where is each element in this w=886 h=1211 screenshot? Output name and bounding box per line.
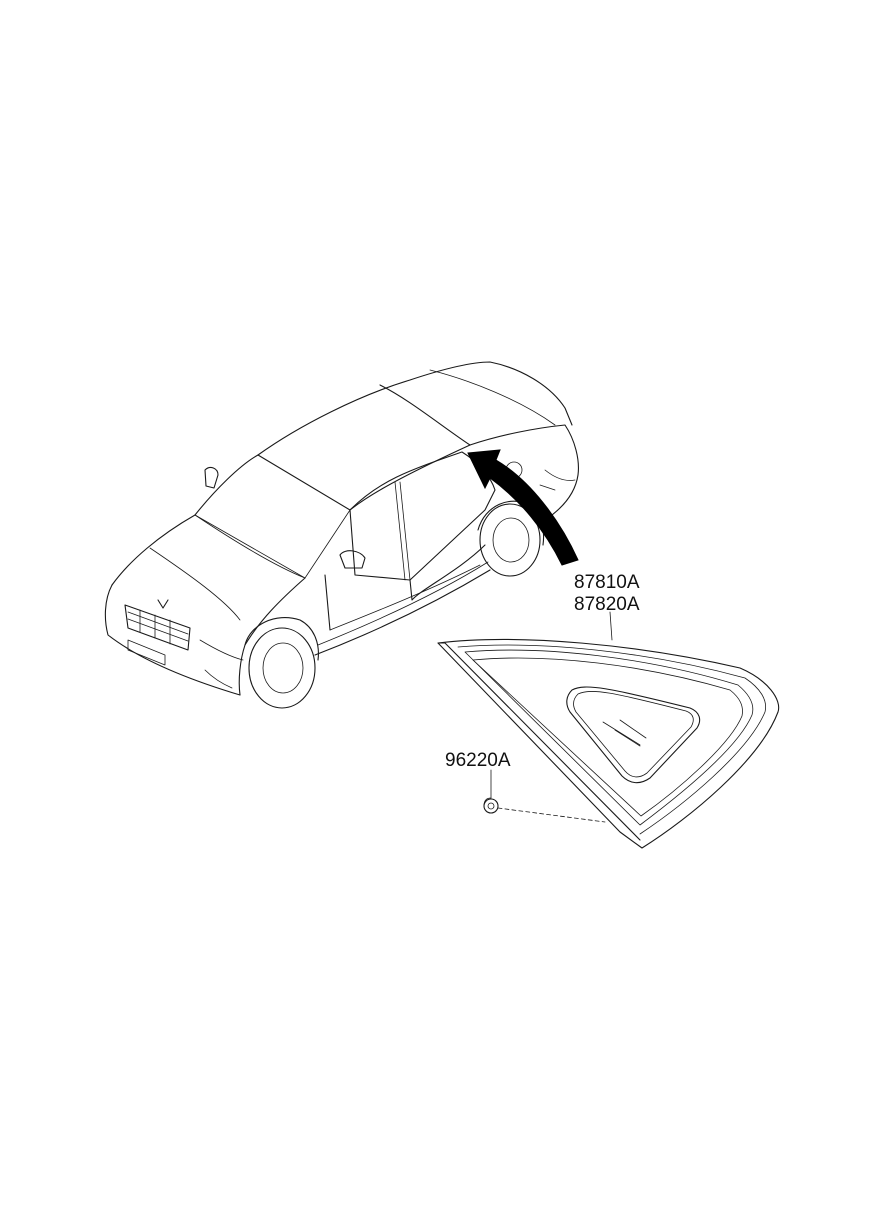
- callout-87810a: 87810A: [574, 572, 640, 593]
- sedan-illustration-icon: [104, 361, 579, 709]
- quarter-glass-icon: [437, 638, 780, 849]
- clip-nut-icon: [483, 797, 499, 814]
- callout-87820a: 87820A: [574, 594, 640, 615]
- location-arrow-icon: [467, 449, 579, 566]
- callout-96220a: 96220A: [445, 750, 511, 771]
- leader-lines: [490, 611, 613, 823]
